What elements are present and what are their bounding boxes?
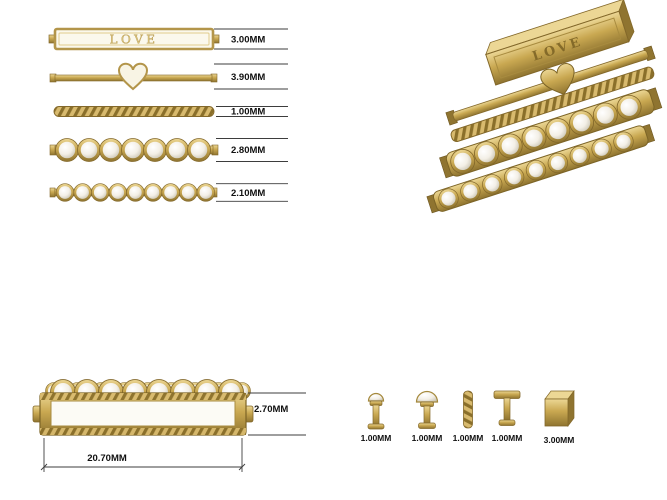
stud-foot: [367, 423, 385, 430]
dimension-label: 1.00MM: [361, 433, 392, 443]
side-view: LOVE 3.00MM 3.90MM 1.00MM: [48, 27, 288, 202]
block-front-face: [485, 10, 630, 86]
pearl: [122, 139, 145, 162]
stud-stem: [423, 405, 431, 426]
love-bar: LOVE 3.00MM: [48, 27, 288, 51]
love-engraving: LOVE: [109, 33, 158, 47]
assembled-view: 2.70MM 20.70MM: [32, 380, 306, 472]
small-pearl-bar-3d: [426, 123, 656, 214]
rope-bar: 1.00MM: [53, 106, 288, 118]
dimension-label: 1.00MM: [453, 433, 484, 443]
small-pearl-bar: 2.10MM: [49, 184, 288, 202]
pearl-dome: [415, 390, 439, 403]
pearl: [188, 139, 211, 162]
pearl: [78, 139, 101, 162]
dimension-label: 3.00MM: [231, 35, 265, 46]
stud-foot: [418, 422, 436, 429]
pearl: [197, 184, 215, 202]
t-pin-stem: [503, 397, 511, 421]
dimension-label: 1.00MM: [412, 433, 443, 443]
rope-pin: 1.00MM: [453, 390, 484, 443]
frame-window: [50, 400, 236, 427]
frame-rope-edge-bottom: [40, 428, 246, 435]
heart-bar-3d: [445, 45, 656, 126]
heart-bar: 3.90MM: [49, 62, 288, 91]
dimension-label: 2.80MM: [231, 145, 265, 156]
pearl: [179, 184, 197, 202]
dimension-label: 1.00MM: [231, 107, 265, 118]
block-inner-frame: [493, 17, 622, 79]
pearl-dome: [367, 392, 385, 402]
dimension-tick: [238, 463, 246, 471]
rope-bar-body: [53, 106, 215, 117]
heart-shape-3d: [540, 63, 575, 95]
pearl: [109, 184, 127, 202]
gold-block: 3.00MM: [544, 389, 575, 445]
t-pin-top-bar: [493, 390, 521, 399]
large-pearl-bar-3d: [439, 86, 663, 180]
block-front-face: [544, 398, 569, 427]
frame-rope-edge-top: [40, 393, 246, 400]
pearl: [56, 139, 79, 162]
pearl: [91, 184, 109, 202]
pearl: [100, 139, 123, 162]
dimension-label: 1.00MM: [492, 433, 523, 443]
components-view: 1.00MM 1.00MM 1.00MM 1.00MM 3.00MM: [361, 389, 575, 445]
perspective-view: LOVE: [426, 0, 663, 215]
stud-stem: [372, 404, 380, 427]
bar-end-pin: [49, 187, 56, 198]
dimension-label: 20.70MM: [87, 453, 127, 464]
heart-shape: [117, 62, 149, 91]
rope-bar-body: [450, 66, 655, 143]
t-bar-pin: 1.00MM: [492, 390, 523, 443]
dimension-tick: [40, 463, 48, 471]
love-bar-inner-frame: [58, 32, 210, 46]
pearl: [144, 184, 162, 202]
pearl: [166, 139, 189, 162]
love-bar-body: [53, 27, 215, 51]
pearl: [74, 184, 92, 202]
dimension-label: 2.70MM: [254, 404, 288, 415]
dimension-label: 3.90MM: [231, 72, 265, 83]
large-pearl-bar: 2.80MM: [49, 139, 288, 162]
large-pearl-stud: 1.00MM: [412, 390, 443, 443]
pearl: [56, 184, 74, 202]
pearl: [162, 184, 180, 202]
dimension-label: 3.00MM: [544, 435, 575, 445]
pearl: [144, 139, 167, 162]
small-pearl-stud: 1.00MM: [361, 392, 392, 443]
rope-bar-3d: [450, 66, 655, 143]
rope-pin-body: [463, 390, 473, 429]
dimension-label: 2.10MM: [231, 188, 265, 199]
pearl: [127, 184, 145, 202]
t-pin-foot: [498, 419, 516, 426]
